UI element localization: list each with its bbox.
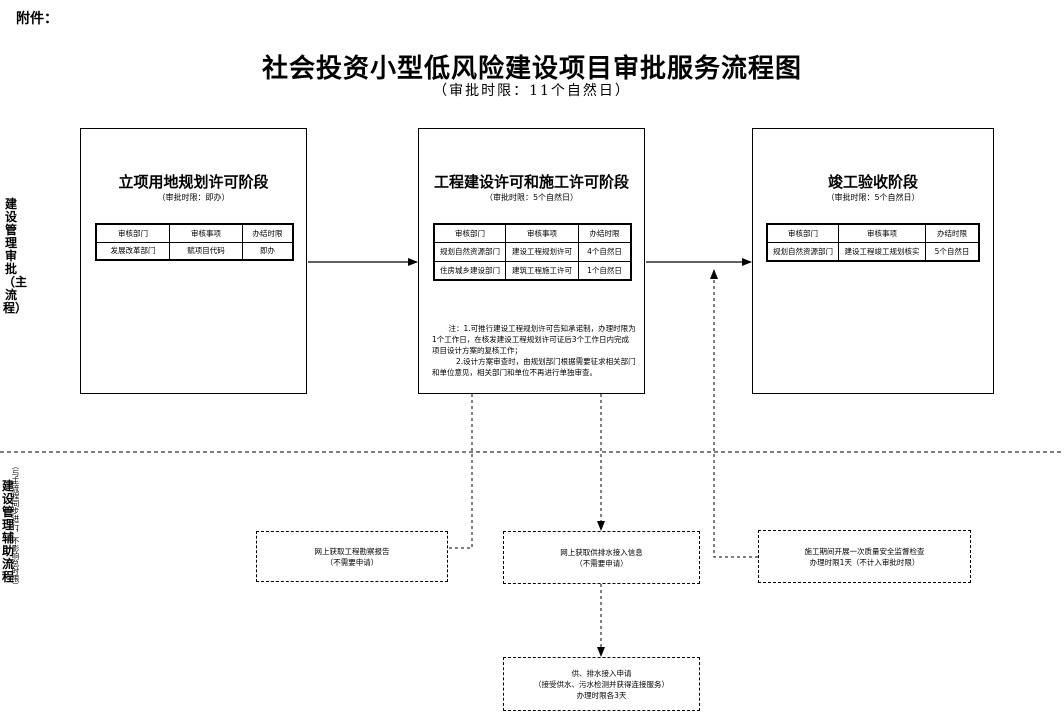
header-item: 审核事项 [169, 223, 243, 243]
stage-2-table: 审核部门 审核事项 办结时限 规划自然资源部门 建设工程规划许可 4个自然日 住… [433, 223, 632, 281]
arrow-quality-to-main [710, 269, 758, 558]
aux-survey-box: 网上获取工程勘察报告 （不需要申请） [256, 531, 448, 582]
cell-dept: 住房城乡建设部门 [433, 260, 506, 281]
aux-flow-note: （与主流程同步进行，不影响总时限） [11, 462, 20, 590]
stage-2-box: 工程建设许可和施工许可阶段 （审批时限：5个自然日） 审核部门 审核事项 办结时… [418, 128, 645, 394]
table-row: 发展改革部门 赋项目代码 即办 [95, 241, 294, 261]
stage-2-limit: （审批时限：5个自然日） [484, 193, 579, 202]
cell-time: 即办 [242, 241, 294, 261]
cell-dept: 规划自然资源部门 [766, 241, 839, 262]
aux-survey-line2: （不需要申请） [325, 557, 379, 567]
table-row: 住房城乡建设部门 建筑工程施工许可 1个自然日 [433, 260, 632, 281]
cell-item: 建筑工程施工许可 [505, 260, 579, 281]
aux-survey-line1: 网上获取工程勘察报告 [314, 546, 390, 556]
stage-3-limit: （审批时限：5个自然日） [826, 193, 920, 202]
header-time: 办结时限 [925, 223, 980, 243]
aux-water-apply-line3: 办理时限各3天 [576, 690, 627, 700]
cell-dept: 规划自然资源部门 [433, 241, 506, 262]
page-subtitle: （审批时限：11个自然日） [433, 83, 631, 99]
attachment-label: 附件： [16, 11, 58, 27]
cell-time: 4个自然日 [578, 241, 632, 262]
header-dept: 审核部门 [95, 223, 170, 243]
stage-2-note-2: 2.设计方案审查时，由规划部门根据需要征求相关部门和单位意见，相关部门和单位不再… [432, 357, 636, 377]
stage-3-box: 竣工验收阶段 （审批时限：5个自然日） 审核部门 审核事项 办结时限 规划自然资… [752, 128, 994, 394]
stage-1-box: 立项用地规划许可阶段 （审批时限：即办） 审核部门 审核事项 办结时限 发展改革… [80, 128, 307, 394]
page-title: 社会投资小型低风险建设项目审批服务流程图 [261, 54, 802, 84]
aux-water-apply-line1: 供、排水接入申请 [571, 668, 632, 678]
connector-stage2-to-survey [448, 394, 473, 549]
stage-1-name: 立项用地规划许可阶段 [118, 173, 269, 191]
table-row: 规划自然资源部门 建设工程规划许可 4个自然日 [433, 241, 632, 262]
aux-water-apply-line2: （接受供水、污水检测并获得连接服务） [534, 679, 669, 689]
stage-1-table: 审核部门 审核事项 办结时限 发展改革部门 赋项目代码 即办 [95, 223, 294, 261]
aux-water-apply-box: 供、排水接入申请 （接受供水、污水检测并获得连接服务） 办理时限各3天 [503, 657, 700, 711]
table-row: 规划自然资源部门 建设工程竣工规划核实 5个自然日 [766, 241, 980, 262]
cell-item: 建设工程竣工规划核实 [838, 241, 926, 262]
header-time: 办结时限 [578, 223, 632, 243]
stage-2-note-1: 注：1.可推行建设工程规划许可告知承诺制，办理时限为1个工作日，在核发建设工程规… [432, 324, 636, 355]
cell-dept: 发展改革部门 [95, 241, 170, 261]
header-time: 办结时限 [242, 223, 294, 243]
main-flow-label: 建设管理审批（主流程） [3, 197, 28, 315]
header-item: 审核事项 [838, 223, 926, 243]
cell-time: 1个自然日 [578, 260, 632, 281]
cell-item: 赋项目代码 [169, 241, 243, 261]
aux-water-info-line1: 网上获取供排水接入信息 [560, 547, 643, 557]
header-item: 审核事项 [505, 223, 579, 243]
cell-time: 5个自然日 [925, 241, 980, 262]
stage-1-limit: （审批时限：即办） [157, 193, 230, 202]
aux-quality-line2: 办理时限1天（不计入审批时限） [809, 557, 920, 567]
aux-quality-line1: 施工期间开展一次质量安全监督检查 [804, 546, 925, 556]
aux-quality-box: 施工期间开展一次质量安全监督检查 办理时限1天（不计入审批时限） [758, 530, 971, 583]
header-dept: 审核部门 [433, 223, 506, 243]
aux-water-info-box: 网上获取供排水接入信息 （不需要申请） [503, 531, 700, 584]
stage-3-name: 竣工验收阶段 [827, 173, 918, 191]
stage-2-note: 注：1.可推行建设工程规划许可告知承诺制，办理时限为1个工作日，在核发建设工程规… [432, 323, 636, 378]
stage-2-name: 工程建设许可和施工许可阶段 [433, 173, 629, 191]
stage-3-table: 审核部门 审核事项 办结时限 规划自然资源部门 建设工程竣工规划核实 5个自然日 [766, 223, 980, 262]
aux-flow-label: 建设管理辅助流程 [1, 479, 14, 584]
aux-water-info-line2: （不需要申请） [575, 558, 628, 568]
cell-item: 建设工程规划许可 [505, 241, 579, 262]
header-dept: 审核部门 [766, 223, 839, 243]
